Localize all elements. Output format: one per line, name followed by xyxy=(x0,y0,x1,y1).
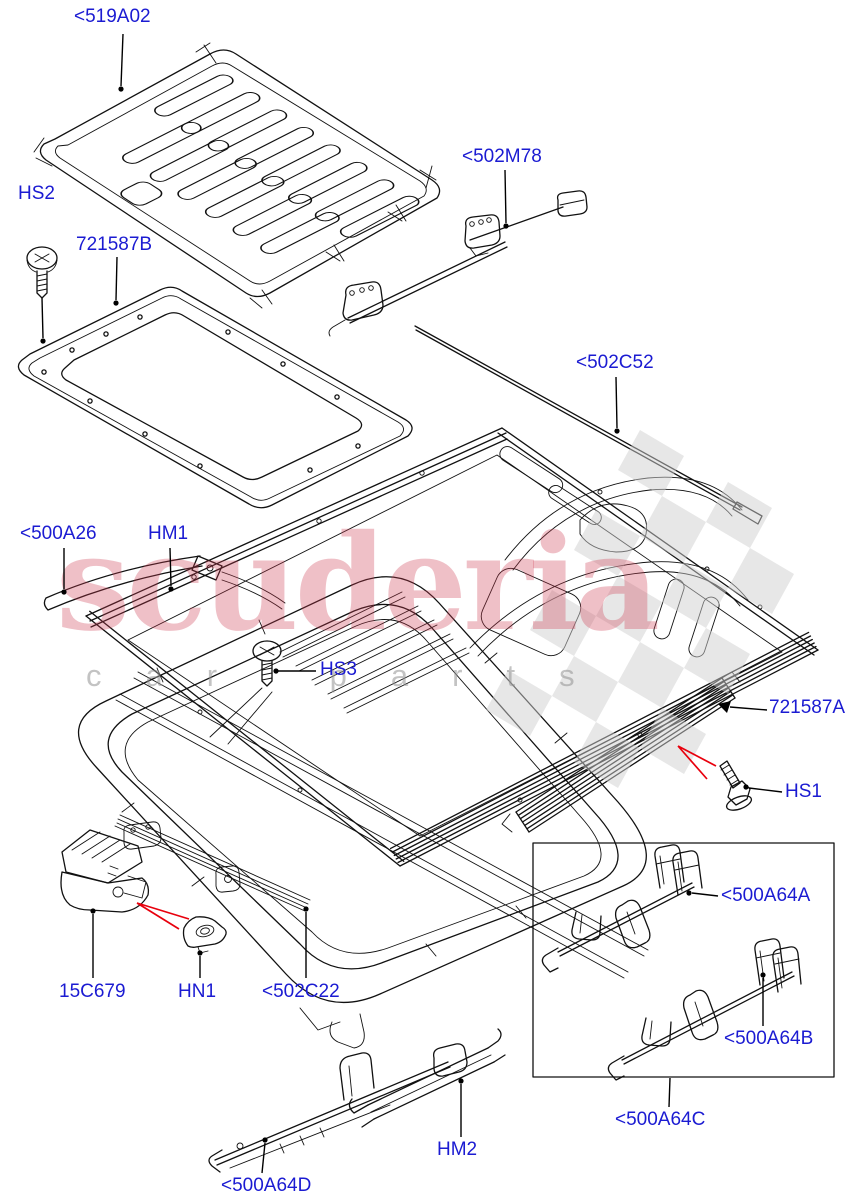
part-label-500A64A[interactable]: <500A64A xyxy=(721,885,811,906)
part-label-500A64B[interactable]: <500A64B xyxy=(724,1028,814,1049)
part-label-500A64C[interactable]: <500A64C xyxy=(615,1109,706,1130)
part-label-HM1[interactable]: HM1 xyxy=(148,523,189,544)
part-label-HM2[interactable]: HM2 xyxy=(437,1139,478,1160)
part-label-HS2[interactable]: HS2 xyxy=(18,183,55,204)
part-label-721587B[interactable]: 721587B xyxy=(76,234,153,255)
part-label-HN1[interactable]: HN1 xyxy=(178,981,217,1002)
part-label-15C679[interactable]: 15C679 xyxy=(59,981,126,1002)
part-label-502C52[interactable]: <502C52 xyxy=(576,352,654,373)
part-drawing-721587B xyxy=(17,286,413,509)
part-drawing-500A64A xyxy=(541,844,703,973)
red-pointer-arrows xyxy=(136,745,717,930)
bolt-HS1 xyxy=(719,760,753,811)
part-label-721587A[interactable]: 721587A xyxy=(769,697,846,718)
part-drawing-HM2 xyxy=(348,1028,506,1128)
part-label-500A26[interactable]: <500A26 xyxy=(20,523,97,544)
part-drawing-502M78 xyxy=(328,190,588,337)
part-drawing-500A26 xyxy=(43,555,286,611)
screw-HS2 xyxy=(26,246,58,299)
part-label-HS1[interactable]: HS1 xyxy=(785,781,822,802)
part-label-502C22[interactable]: <502C22 xyxy=(262,981,340,1002)
part-drawing-519A02 xyxy=(33,42,441,309)
part-label-502M78[interactable]: <502M78 xyxy=(462,146,542,167)
parts-box xyxy=(532,842,835,1078)
part-drawing-15C679 xyxy=(60,829,150,913)
part-label-HS3[interactable]: HS3 xyxy=(320,659,357,680)
screw-HS3 xyxy=(209,640,282,745)
part-label-519A02[interactable]: <519A02 xyxy=(74,6,151,27)
part-drawing-500A64D xyxy=(208,1043,468,1173)
part-label-500A64D[interactable]: <500A64D xyxy=(221,1175,312,1196)
part-drawing-502C22-ring xyxy=(78,576,649,1049)
